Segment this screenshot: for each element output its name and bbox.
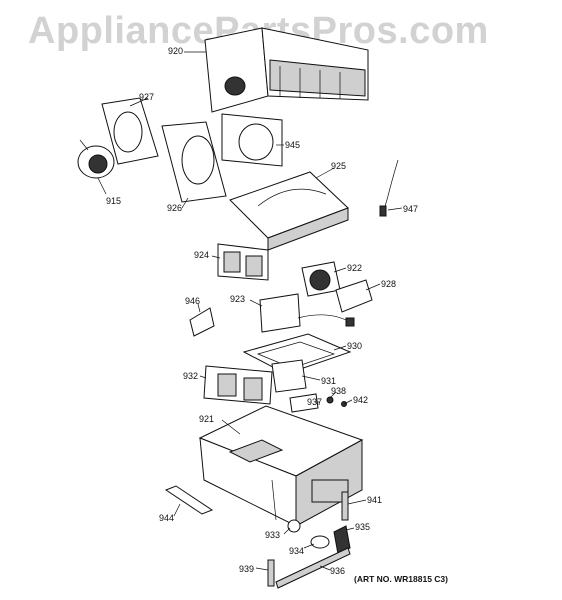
callout-921: 921 — [199, 414, 215, 424]
callout-922: 922 — [347, 263, 363, 273]
leader-lines — [97, 51, 403, 571]
callout-945: 945 — [285, 140, 301, 150]
part-924-damper[interactable] — [217, 243, 269, 281]
callout-925: 925 — [331, 161, 347, 171]
callout-939: 939 — [239, 564, 255, 574]
part-947-thermistor[interactable] — [379, 159, 399, 217]
callout-936: 936 — [330, 566, 346, 576]
callout-935: 935 — [355, 522, 371, 532]
callout-932: 932 — [183, 371, 199, 381]
callout-924: 924 — [194, 250, 210, 260]
part-931-bracket[interactable] — [271, 359, 307, 393]
part-928-connector[interactable] — [335, 279, 373, 313]
part-920-housing[interactable] — [204, 27, 369, 113]
part-923-heater[interactable] — [259, 293, 355, 333]
callout-933: 933 — [265, 530, 281, 540]
part-926-shroud[interactable] — [161, 121, 227, 203]
callout-944: 944 — [159, 513, 175, 523]
callout-942: 942 — [353, 395, 369, 405]
callout-931: 931 — [321, 376, 337, 386]
callout-941: 941 — [367, 495, 383, 505]
callout-934: 934 — [289, 546, 305, 556]
part-925-cover[interactable] — [229, 171, 349, 251]
callout-915: 915 — [106, 196, 122, 206]
part-946-clip[interactable] — [189, 307, 215, 337]
part-941-rod[interactable] — [341, 491, 349, 521]
callout-938: 938 — [331, 386, 347, 396]
callout-946: 946 — [185, 296, 201, 306]
part-932-gasket[interactable] — [203, 365, 273, 405]
part-937-938-942-fasteners[interactable] — [289, 393, 347, 413]
callout-937: 937 — [307, 397, 323, 407]
part-933-934-935-lamp[interactable] — [287, 519, 351, 555]
callout-947: 947 — [403, 204, 419, 214]
part-944-strip[interactable] — [164, 485, 214, 515]
callout-920: 920 — [168, 46, 184, 56]
part-945-gasket[interactable] — [221, 113, 283, 167]
part-915-fan[interactable] — [77, 139, 115, 179]
part-927-gasket[interactable] — [101, 97, 159, 165]
callout-928: 928 — [381, 279, 397, 289]
part-921-base-housing[interactable] — [198, 405, 364, 527]
part-922-fan[interactable] — [301, 261, 341, 297]
callout-927: 927 — [139, 92, 155, 102]
art-number: (ART NO. WR18815 C3) — [354, 574, 448, 584]
callout-923: 923 — [230, 294, 246, 304]
part-936-939-trim[interactable] — [267, 547, 351, 589]
callout-926: 926 — [167, 203, 183, 213]
callout-930: 930 — [347, 341, 363, 351]
